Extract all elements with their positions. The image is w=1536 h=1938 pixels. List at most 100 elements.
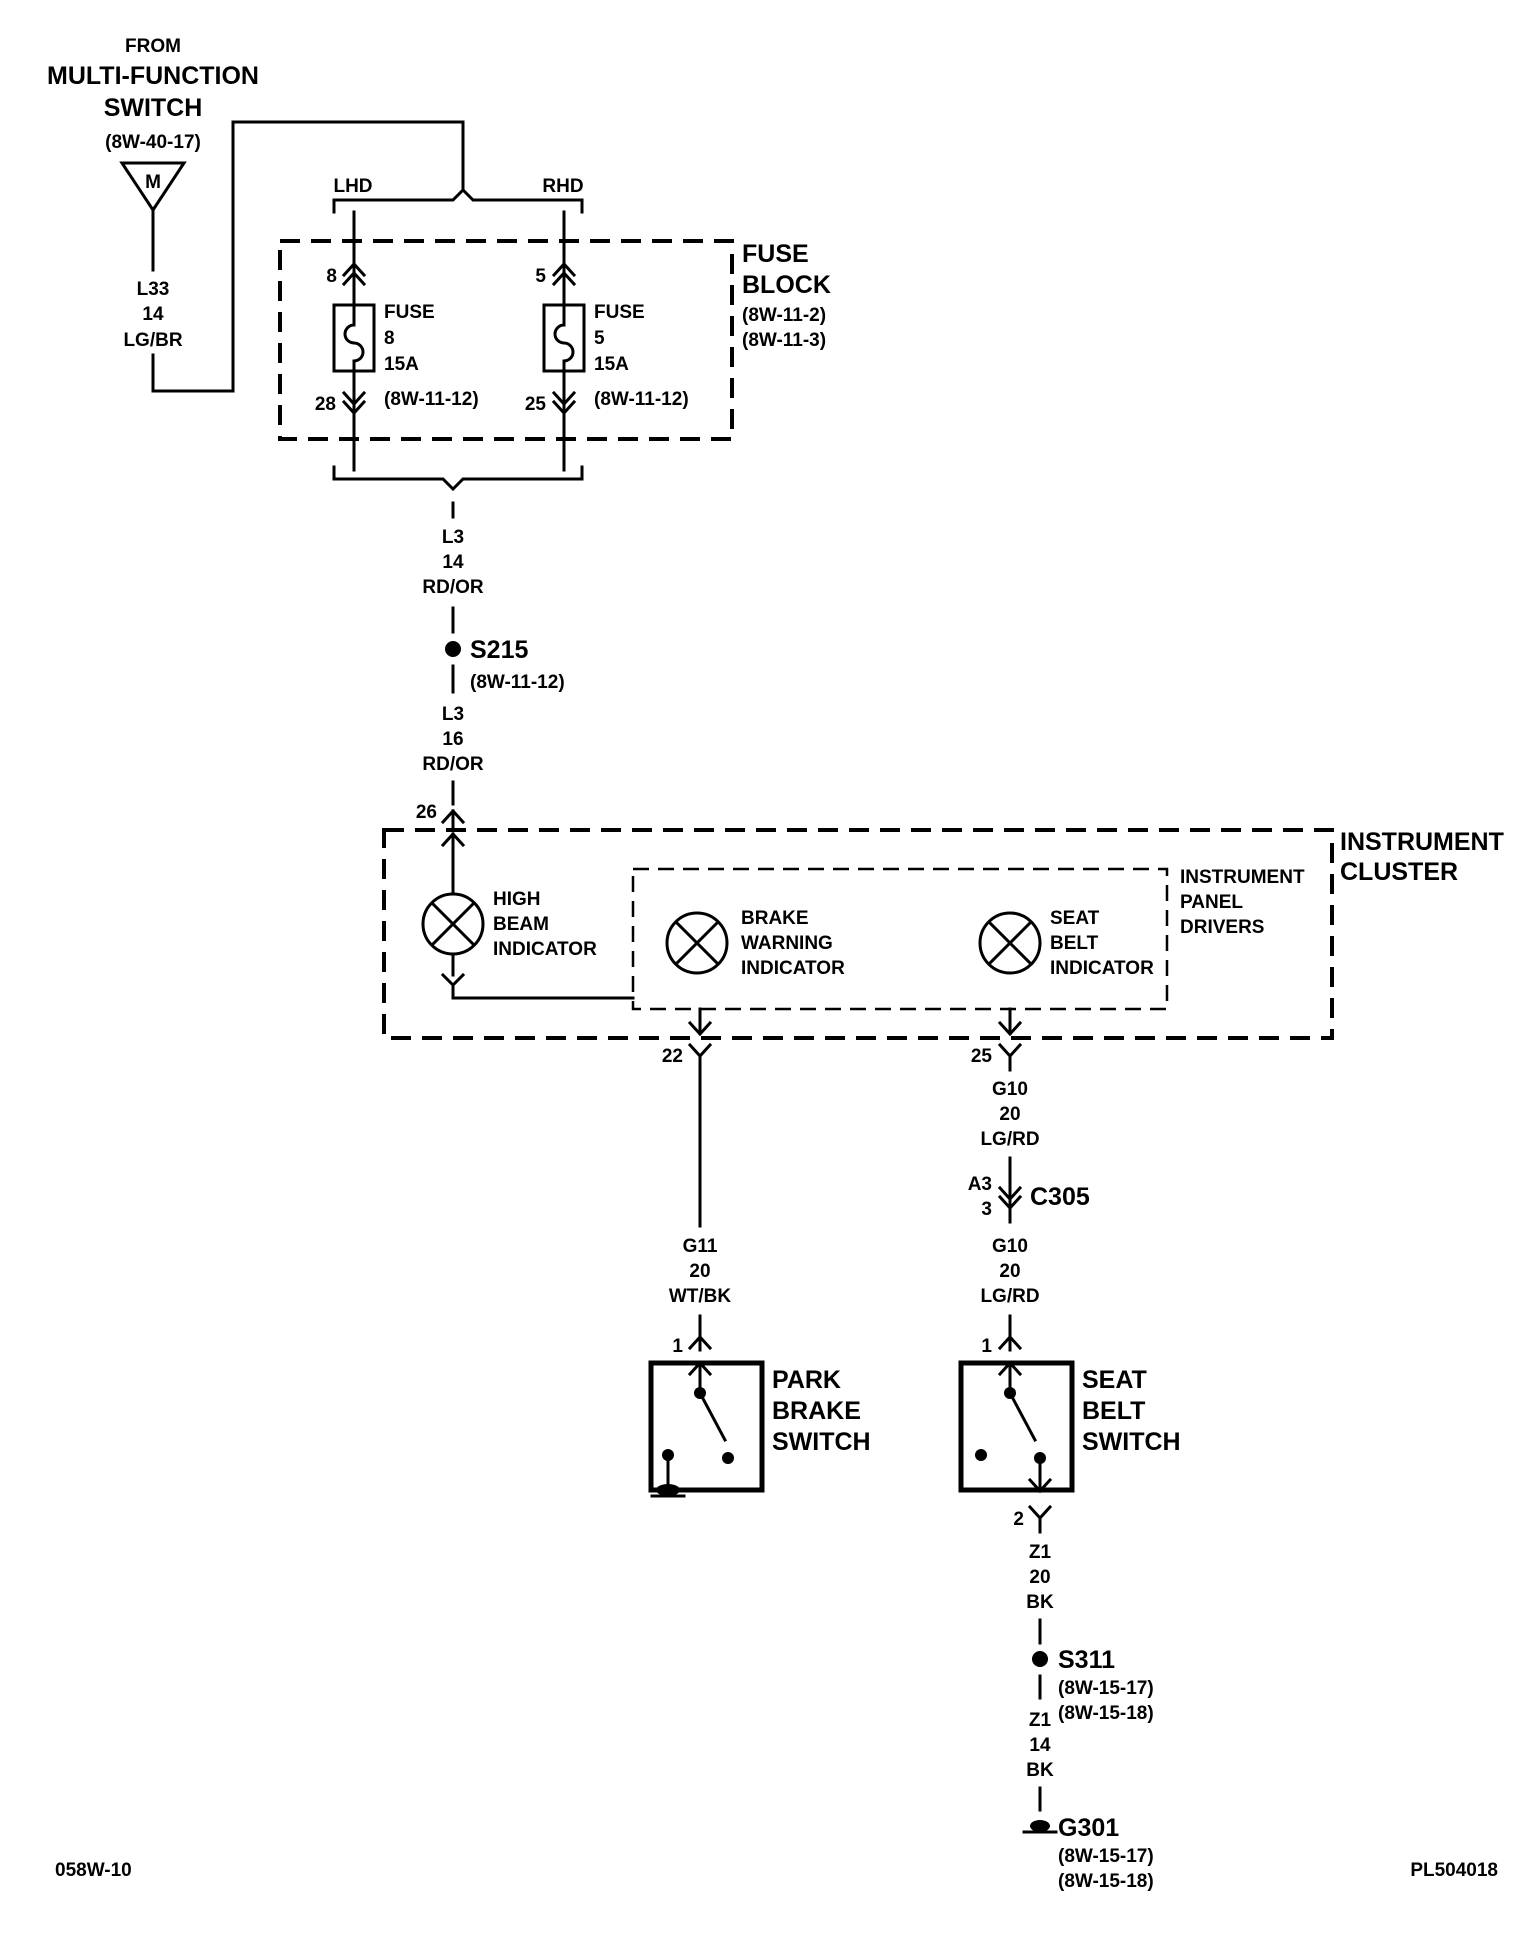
fuse-block-title-line2: BLOCK <box>742 271 831 299</box>
connector-chevron-icon <box>551 270 577 287</box>
wire-g10-gauge-b: 20 <box>999 1261 1020 1282</box>
fuse-5-ref: (8W-11-12) <box>594 389 689 410</box>
brake-label-3: INDICATOR <box>741 958 845 979</box>
wire-l33-circuit: L33 <box>137 279 170 300</box>
connector-chevron-icon <box>341 390 367 407</box>
splice-dot-icon <box>445 641 461 657</box>
instrument-panel-drivers-box <box>631 867 1169 1011</box>
splice-dot-icon <box>1032 1651 1048 1667</box>
fuse-8-in-pin: 8 <box>326 266 337 287</box>
park-brake-pin-1: 1 <box>672 1336 683 1357</box>
connector-letter: M <box>145 172 161 193</box>
high-beam-return-wire <box>451 983 635 1000</box>
source-name-line2: SWITCH <box>104 94 203 122</box>
instrument-cluster: 26 INSTRUMENT CLUSTER HIGH BEAM INDICATO… <box>382 802 1504 1040</box>
brake-label-2: WARNING <box>741 933 833 954</box>
footer-right-code: PL504018 <box>1410 1860 1498 1881</box>
splice-s311-ref-1: (8W-15-17) <box>1058 1678 1154 1699</box>
connector-chevron-icon <box>341 270 367 287</box>
connector-chevron-icon <box>551 261 577 278</box>
fuse-5-label-2: 5 <box>594 328 605 349</box>
fuse-5-label-3: 15A <box>594 354 629 375</box>
drivers-label-2: PANEL <box>1180 892 1243 913</box>
cluster-title-line1: INSTRUMENT <box>1340 828 1504 856</box>
fuse-block-ref-2: (8W-11-3) <box>742 330 826 351</box>
ground-g301-ref-2: (8W-15-18) <box>1058 1871 1154 1892</box>
c305-name: C305 <box>1030 1183 1090 1211</box>
fuse-element-icon <box>343 303 365 373</box>
splice-s311: S311 (8W-15-17) (8W-15-18) <box>1032 1646 1154 1724</box>
drivers-label-3: DRIVERS <box>1180 917 1264 938</box>
connector-chevron-icon <box>551 399 577 416</box>
c305-pin-3: 3 <box>981 1199 992 1220</box>
fuse-5-out-pin: 25 <box>525 394 547 415</box>
c305-pin-a3: A3 <box>968 1174 992 1195</box>
instrument-cluster-outline <box>382 828 1334 1040</box>
connector-chevron-icon <box>997 1334 1023 1351</box>
source-from-label: FROM <box>125 36 181 57</box>
wire-z1-20-color: BK <box>1026 1592 1054 1613</box>
park-brake-switch-box <box>648 1360 765 1493</box>
output-merge-bracket <box>332 465 584 492</box>
fuse-block-title-line1: FUSE <box>742 240 809 268</box>
seat-belt-switch-label-3: SWITCH <box>1082 1428 1181 1456</box>
connector-chevron-icon <box>1027 1477 1053 1494</box>
fuse-block: FUSE BLOCK (8W-11-2) (8W-11-3) 8 28 FUSE… <box>278 210 831 472</box>
wire-z1-20-gauge: 20 <box>1029 1567 1050 1588</box>
wire-l3-14-gauge: 14 <box>442 552 464 573</box>
source-ref: (8W-40-17) <box>105 132 201 153</box>
connector-chevron-icon <box>997 1185 1023 1202</box>
splice-s311-ref-2: (8W-15-18) <box>1058 1703 1154 1724</box>
splice-s215-name: S215 <box>470 636 528 664</box>
lamp-cross <box>429 900 477 948</box>
source-name-line1: MULTI-FUNCTION <box>47 62 259 90</box>
lhd-label: LHD <box>333 176 372 197</box>
wire-g10-color-a: LG/RD <box>980 1129 1039 1150</box>
wire-g11-color: WT/BK <box>669 1286 732 1307</box>
connector-chevron-icon <box>997 1194 1023 1211</box>
wire-l3-14-circuit: L3 <box>442 527 464 548</box>
connector-chevron-icon <box>341 399 367 416</box>
fuse-5-in-pin: 5 <box>535 266 546 287</box>
connector-chevron-icon <box>687 1020 713 1037</box>
connector-chevron-icon <box>687 1042 713 1059</box>
wire-z1-14-gauge: 14 <box>1029 1735 1051 1756</box>
seat-belt-label-1: SEAT <box>1050 908 1100 929</box>
multi-function-switch-source: FROM MULTI-FUNCTION SWITCH (8W-40-17) M … <box>47 36 465 393</box>
case-ground-icon <box>656 1484 680 1496</box>
park-brake-label-2: BRAKE <box>772 1397 861 1425</box>
ground-icon <box>1030 1820 1050 1832</box>
seat-belt-label-3: INDICATOR <box>1050 958 1154 979</box>
connector-chevron-icon <box>1027 1504 1053 1521</box>
wire-g10-color-b: LG/RD <box>980 1286 1039 1307</box>
rhd-label: RHD <box>542 176 583 197</box>
wire-l33-gauge: 14 <box>142 304 164 325</box>
wire-l3-16-color: RD/OR <box>422 754 484 775</box>
wire-z1-20-circuit: Z1 <box>1029 1542 1052 1563</box>
wire-l3-16-gauge: 16 <box>442 729 463 750</box>
wire-z1-14-circuit: Z1 <box>1029 1710 1052 1731</box>
cluster-pin-22: 22 <box>662 1046 683 1067</box>
seat-belt-switch-label-1: SEAT <box>1082 1366 1147 1394</box>
fuse-5: 5 25 FUSE 5 15A (8W-11-12) <box>525 210 689 472</box>
wire-g11-gauge: 20 <box>689 1261 710 1282</box>
switch-blade <box>697 1390 728 1443</box>
lamp-cross <box>986 919 1034 967</box>
wire-g11-circuit: G11 <box>683 1236 718 1257</box>
ground-g301: G301 (8W-15-17) (8W-15-18) <box>1022 1814 1154 1892</box>
high-beam-label-2: BEAM <box>493 914 549 935</box>
splice-s311-name: S311 <box>1058 1646 1115 1674</box>
wire-l33 <box>151 120 465 393</box>
seat-belt-switch-pin-1: 1 <box>981 1336 992 1357</box>
connector-chevron-icon <box>997 1042 1023 1059</box>
fuse-8-label-1: FUSE <box>384 302 435 323</box>
fuse-8-label-2: 8 <box>384 328 395 349</box>
wire-g10-circuit-b: G10 <box>992 1236 1028 1257</box>
footer-left-code: 058W-10 <box>55 1860 132 1881</box>
fuse-element-icon <box>553 303 575 373</box>
drivers-label-1: INSTRUMENT <box>1180 867 1305 888</box>
cluster-in-pin: 26 <box>416 802 437 823</box>
ground-g301-name: G301 <box>1058 1814 1119 1842</box>
connector-chevron-icon <box>997 1020 1023 1037</box>
